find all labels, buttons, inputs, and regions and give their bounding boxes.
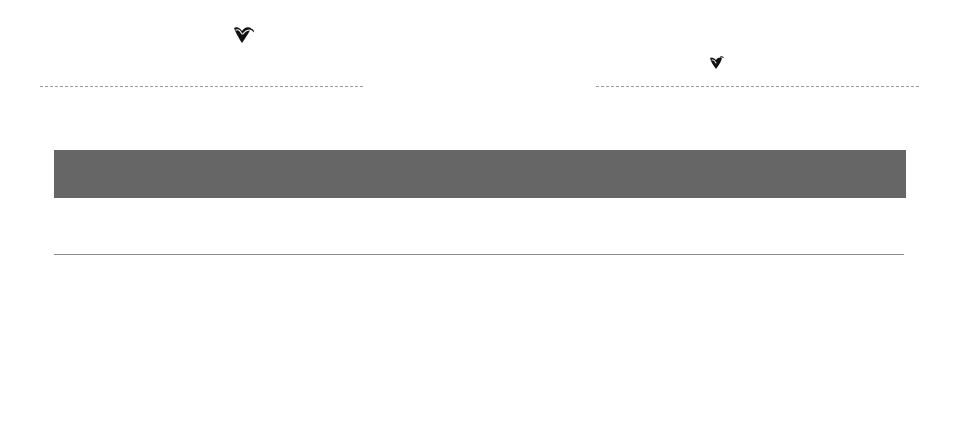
heart-icon	[232, 26, 255, 44]
right-dashed-divider	[596, 86, 919, 87]
left-dashed-divider	[40, 86, 363, 87]
horizontal-rule	[54, 254, 904, 255]
heart-icon	[709, 56, 724, 70]
header-bar	[54, 150, 906, 198]
